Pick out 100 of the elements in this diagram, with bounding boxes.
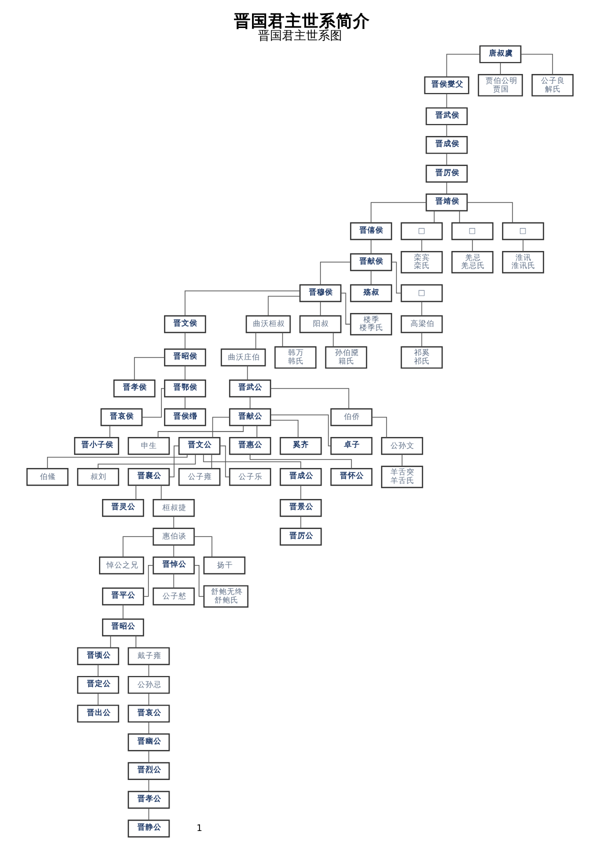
connector [391, 262, 402, 294]
connector [320, 301, 321, 316]
node-box: 晋怀公 [330, 468, 372, 486]
connector [109, 425, 110, 438]
node-box: 晋献侯 [350, 253, 392, 272]
connector [148, 808, 150, 820]
node-box: 晋鄂侯 [164, 380, 206, 398]
connector [421, 239, 422, 252]
connector [446, 124, 448, 137]
connector [520, 54, 553, 75]
connector [300, 516, 302, 529]
connector [142, 388, 165, 418]
node-box: 晋哀公 [128, 704, 170, 723]
connector [370, 202, 427, 224]
connector [122, 536, 154, 558]
node-box: 晋昭公 [102, 618, 144, 636]
connector [158, 425, 244, 438]
connector [270, 420, 298, 438]
connector [466, 202, 513, 224]
node-box: 卓子 [330, 437, 372, 455]
node-box: 晋献公 [229, 408, 272, 426]
node-box: 公孙忌 [128, 676, 170, 694]
connector [134, 357, 165, 380]
node-box: 晋顷公 [77, 647, 120, 666]
node-box: 悼公之兄 [99, 556, 144, 574]
connector [98, 454, 196, 469]
node-box: 晋厉侯 [426, 164, 468, 183]
node-box: 殇叔 [350, 284, 392, 302]
node-box: 淮讯 淮讯氏 [502, 251, 544, 274]
node-box: 晋景公 [280, 499, 322, 517]
node-box: 韩万 韩氏 [274, 346, 316, 369]
node-box: 伯侨 [330, 408, 372, 426]
connector [256, 425, 258, 438]
connector [434, 210, 435, 224]
node-box: □ [400, 284, 443, 302]
connector [459, 210, 460, 224]
node-box: 公孙文 [381, 437, 424, 455]
connector [255, 332, 256, 350]
node-box: 晋武侯 [426, 107, 468, 126]
node-box: 叔刘 [77, 468, 120, 486]
connector [282, 332, 283, 348]
connector [332, 332, 334, 348]
node-box: 贾伯公明 贾国 [478, 74, 523, 96]
node-box: 戴子雍 [128, 647, 170, 666]
node-box: 晋小子侯 [74, 437, 120, 455]
node-box: 晋孝侯 [113, 380, 156, 398]
connector [148, 664, 150, 677]
connector [421, 332, 422, 348]
connector [372, 416, 387, 438]
connector [168, 446, 180, 478]
connector [173, 544, 174, 558]
node-box: 晋文侯 [164, 315, 206, 334]
node-box: 晋成侯 [426, 136, 468, 154]
node-box: 晋出公 [77, 704, 120, 723]
node-box: 晋僖侯 [350, 222, 392, 240]
node-box: 晋静公 [128, 820, 170, 838]
connector [184, 332, 186, 350]
node-box: 阳叔 [299, 315, 342, 334]
node-box: 晋平公 [102, 587, 144, 606]
node-box: 晋惠公 [229, 437, 272, 455]
connector [110, 636, 111, 648]
node-box: 楼季 楼季氏 [350, 313, 392, 336]
connector [268, 296, 300, 316]
connector [270, 414, 332, 446]
connector [247, 366, 248, 380]
node-box: 高梁伯 [400, 315, 443, 334]
node-box: 晋侯缗 [164, 408, 206, 426]
node-box: □ [451, 222, 494, 240]
node-box: 曲沃庄伯 [220, 348, 266, 366]
connector [194, 536, 212, 558]
node-box: 晋孝公 [128, 790, 170, 809]
node-box: □ [400, 222, 443, 240]
node-box: 公子乐 [229, 468, 272, 486]
node-box: 惠伯谈 [152, 528, 195, 546]
node-box: 晋定公 [77, 676, 120, 694]
node-box: 奚齐 [280, 437, 322, 455]
node-box: 晋幽公 [128, 733, 170, 752]
node-box: 唐叔虞 [479, 45, 522, 64]
connector [421, 301, 422, 316]
node-box: 公子憖 [152, 587, 195, 606]
connector [194, 565, 204, 597]
node-box: 晋成公 [280, 468, 322, 486]
connector [446, 182, 448, 194]
node-box: 晋灵公 [102, 499, 144, 517]
node-box: 栾宾 栾氏 [400, 251, 443, 274]
connector [300, 485, 302, 500]
connector [320, 262, 351, 286]
connector [500, 62, 501, 75]
node-box: 晋烈公 [128, 762, 170, 780]
node-box: 晋哀侯 [100, 408, 143, 426]
connector [184, 366, 186, 380]
node-box: 羌忌 羌忌氏 [451, 251, 494, 274]
connector [250, 454, 352, 469]
node-box: 祁奚 祁氏 [400, 346, 443, 369]
connector [148, 750, 150, 763]
connector [446, 54, 480, 78]
node-box: 晋靖侯 [426, 194, 468, 212]
connector [148, 692, 150, 706]
connector [370, 270, 372, 286]
connector [160, 485, 162, 500]
